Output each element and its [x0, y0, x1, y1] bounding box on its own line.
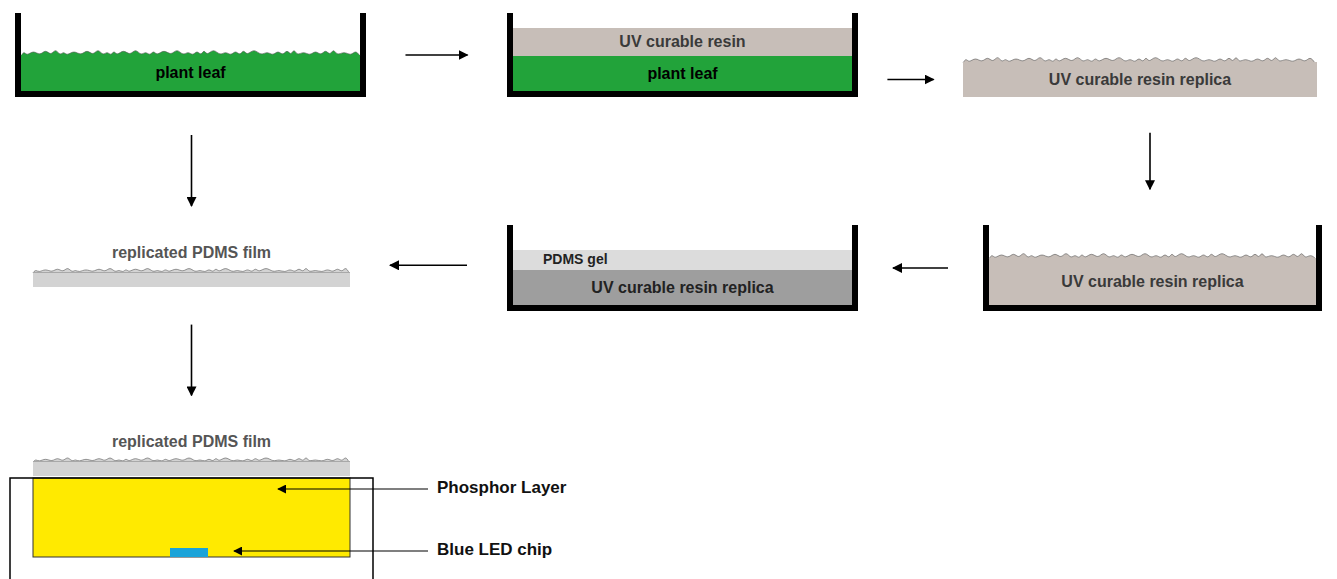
- process-arrow: [893, 267, 948, 269]
- process-arrow: [405, 54, 467, 56]
- film-label: replicated PDMS film: [112, 433, 271, 451]
- material-layer: plant leaf: [513, 56, 852, 91]
- leader-line: [234, 550, 428, 551]
- process-arrow: [191, 325, 193, 396]
- material-layer: UV curable resin replica: [989, 258, 1316, 305]
- layer-label: PDMS gel: [543, 252, 608, 267]
- layer-label: UV curable resin replica: [1049, 71, 1231, 89]
- blue-led-chip: [170, 548, 208, 557]
- leader-line: [278, 488, 428, 489]
- process-arrow: [1149, 133, 1151, 189]
- container-tray: [18, 13, 363, 94]
- part-label: Phosphor Layer: [437, 479, 566, 498]
- layer-label: UV curable resin replica: [591, 279, 773, 297]
- phosphor-layer: [33, 478, 350, 557]
- material-layer: UV curable resin replica: [963, 62, 1317, 97]
- film-bar: [33, 461, 350, 476]
- container-tray: [510, 13, 855, 94]
- process-arrow: [390, 264, 467, 266]
- layer-label: plant leaf: [155, 64, 225, 82]
- process-arrow: [191, 135, 193, 206]
- container-tray: [510, 225, 855, 308]
- container-tray: [986, 225, 1319, 308]
- material-layer: UV curable resin replica: [513, 270, 852, 305]
- film-piece: replicated PDMS film: [33, 244, 350, 287]
- material-layer: PDMS gel: [513, 250, 852, 270]
- layer-label: UV curable resin: [619, 33, 745, 51]
- film-piece: replicated PDMS film: [33, 433, 350, 476]
- material-layer: plant leaf: [21, 55, 360, 91]
- material-layer: UV curable resin: [513, 28, 852, 56]
- layer-label: plant leaf: [647, 65, 717, 83]
- package-outline: [10, 478, 373, 579]
- process-arrow: [887, 79, 933, 81]
- film-bar: [33, 272, 350, 287]
- film-label: replicated PDMS film: [112, 244, 271, 262]
- layer-label: UV curable resin replica: [1061, 273, 1243, 291]
- part-label: Blue LED chip: [437, 541, 552, 560]
